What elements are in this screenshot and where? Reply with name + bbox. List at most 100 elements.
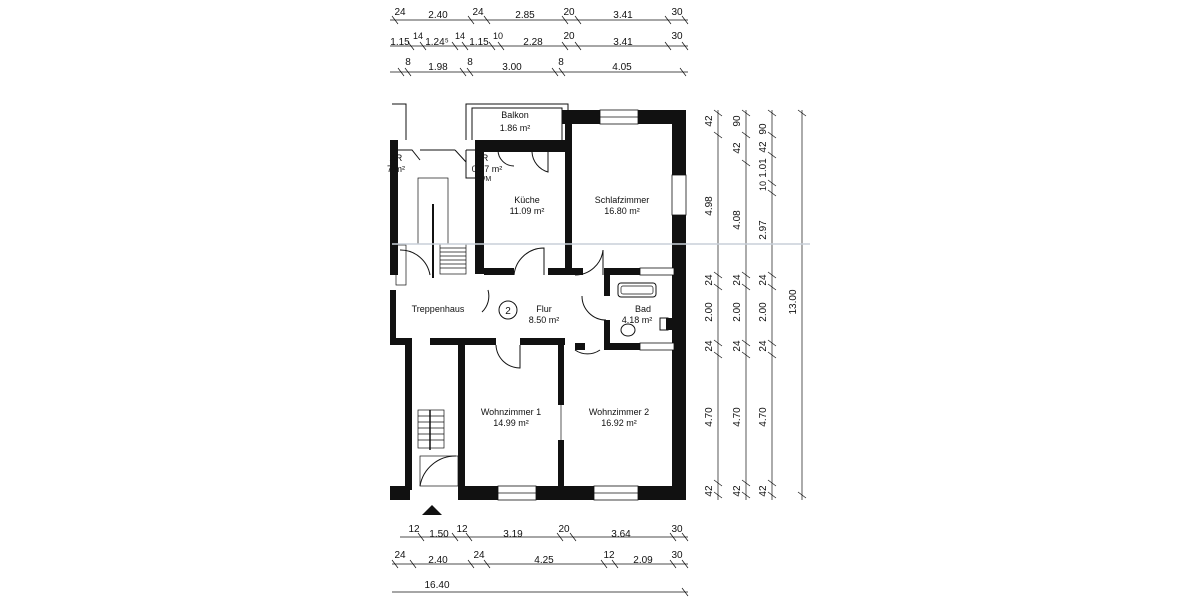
room-name-wohnzimmer-2: Wohnzimmer 2 <box>589 407 649 417</box>
top-dimension-row-3: 8 1.98 8 3.00 8 4.05 <box>390 57 688 77</box>
unit-marker-label: 2 <box>505 306 511 317</box>
dim-label: 42 <box>758 141 769 153</box>
bottom-dimension-total: 16.40 <box>392 580 689 597</box>
room-name-flur: Flur <box>536 304 552 314</box>
dim-label: 4.70 <box>704 407 715 427</box>
dim-label: 20 <box>558 524 570 535</box>
balcony <box>465 103 569 140</box>
dim-label: 42 <box>732 142 743 154</box>
dim-label: 2.40 <box>428 555 448 566</box>
right-dimension-col-1: 42 4.98 24 2.00 24 4.70 42 <box>704 109 723 500</box>
dim-label: 8 <box>467 57 473 68</box>
room-name-bad: Bad <box>635 304 651 314</box>
room-area-kueche: 11.09 m² <box>510 206 545 216</box>
dim-label: 4.98 <box>704 196 715 216</box>
dim-label: 24 <box>704 274 715 286</box>
entrance-arrow-icon <box>422 505 442 515</box>
dim-label: 30 <box>671 31 683 42</box>
unit-marker: 2 <box>498 300 518 320</box>
top-dimension-row-1: 24 2.40 24 2.85 20 3.41 30 <box>390 7 689 25</box>
right-dimension-col-3: 90 42 1.01 10 2.97 24 2.00 24 4.70 42 <box>758 109 777 500</box>
room-name-treppenhaus: Treppenhaus <box>412 304 465 314</box>
dim-label: 24 <box>472 7 484 18</box>
dim-label: 2.00 <box>732 302 743 322</box>
dim-label: 42 <box>704 115 715 127</box>
room-area-ar-left: 7 m² <box>387 164 405 174</box>
room-area-schlafzimmer: 16.80 m² <box>604 206 640 216</box>
room-name-wohnzimmer-1: Wohnzimmer 1 <box>481 407 541 417</box>
room-labels: Balkon 1.86 m² Küche 11.09 m² Schlafzimm… <box>387 110 652 428</box>
room-area-wohnzimmer-1: 14.99 m² <box>493 418 529 428</box>
bottom-dimension-row-1: 12 1.50 12 3.19 20 3.64 30 <box>400 524 689 542</box>
dim-label: 8 <box>405 57 411 68</box>
right-dimension-col-2: 90 42 4.08 24 2.00 24 4.70 42 <box>732 109 751 500</box>
storerooms <box>398 149 515 179</box>
dim-label: 3.00 <box>502 62 522 73</box>
dim-label: 24 <box>473 550 485 561</box>
dim-label: 12 <box>408 524 420 535</box>
room-name-ar-left: AR <box>390 153 403 163</box>
room-name-schlafzimmer: Schlafzimmer <box>595 195 650 205</box>
dim-label: 14 <box>413 31 423 41</box>
dim-label: 24 <box>732 340 743 352</box>
dim-label: 30 <box>671 550 683 561</box>
dim-label: 2.00 <box>704 302 715 322</box>
dim-label: 10 <box>758 181 768 191</box>
room-area-flur: 8.50 m² <box>529 315 560 325</box>
dim-label: 2.85 <box>515 10 535 21</box>
dim-label: 42 <box>732 485 743 497</box>
left-balcony-fragment <box>392 103 407 140</box>
dim-label: 24 <box>758 274 769 286</box>
dim-label: 20 <box>563 7 575 18</box>
room-name-ar-right: AR <box>476 153 489 163</box>
windows <box>497 109 687 501</box>
dim-label: 3.41 <box>613 10 633 21</box>
dim-label: 90 <box>758 123 769 135</box>
dim-label: 30 <box>671 524 683 535</box>
dim-label: 4.25 <box>534 555 554 566</box>
dim-label: 12 <box>456 524 468 535</box>
dim-label: 1.01 <box>758 158 769 178</box>
dim-label: 4.05 <box>612 62 632 73</box>
room-area-ar-right: 0.87 m² <box>472 164 503 174</box>
room-area-balkon: 1.86 m² <box>500 123 531 133</box>
dim-label: 10 <box>493 31 503 41</box>
dim-label: 2.09 <box>633 555 653 566</box>
dim-label: 3.41 <box>613 37 633 48</box>
dim-label: 90 <box>732 115 743 127</box>
bottom-dimension-row-2: 24 2.40 24 4.25 12 2.09 30 <box>391 550 689 569</box>
dim-label: 30 <box>671 7 683 18</box>
right-dimension-total: 13.00 <box>788 109 807 500</box>
dim-label: 24 <box>758 340 769 352</box>
dim-label: 20 <box>563 31 575 42</box>
bathroom-fixtures <box>617 282 672 337</box>
dim-label: 3.19 <box>503 529 523 540</box>
dim-label: 4.70 <box>732 407 743 427</box>
dim-label: 1.15 <box>390 37 410 48</box>
room-name-kueche: Küche <box>514 195 540 205</box>
staircase <box>395 177 467 487</box>
dim-total-label: 13.00 <box>788 289 799 314</box>
dim-label: 4.08 <box>732 210 743 230</box>
dim-total-label: 16.40 <box>424 580 449 591</box>
doors <box>399 151 607 440</box>
dim-label: 4.70 <box>758 407 769 427</box>
dim-label: 24 <box>732 274 743 286</box>
dim-label: 1.98 <box>428 62 448 73</box>
room-area-bad: 4.18 m² <box>622 315 653 325</box>
dim-label: 24 <box>394 550 406 561</box>
dim-label: 1.15 <box>469 37 489 48</box>
dim-label: 2.40 <box>428 10 448 21</box>
top-dimension-row-2: 1.15 14 1.24⁵ 14 1.15 10 2.28 20 3.41 30 <box>390 31 689 51</box>
dim-label: 24 <box>704 340 715 352</box>
dim-label: 1.24⁵ <box>425 37 449 48</box>
dim-label: 3.64 <box>611 529 631 540</box>
dim-label: 1.50 <box>429 529 449 540</box>
room-name-balkon: Balkon <box>501 110 529 120</box>
dim-label: 8 <box>558 57 564 68</box>
dim-label: 42 <box>704 485 715 497</box>
dim-label: 2.28 <box>523 37 543 48</box>
dim-label: 42 <box>758 485 769 497</box>
dim-label: 24 <box>394 7 406 18</box>
